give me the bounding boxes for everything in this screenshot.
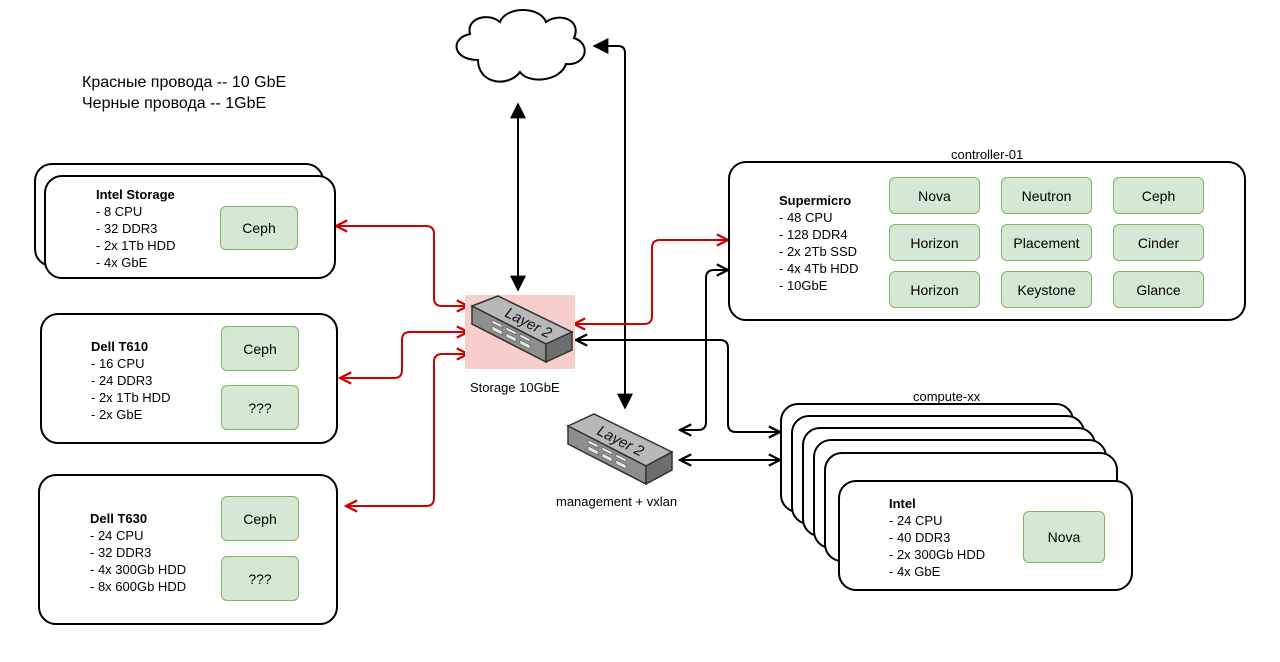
host-spec: - 4x GbE — [889, 564, 941, 579]
host-title: Intel — [889, 496, 916, 511]
service-ceph: Ceph — [221, 496, 299, 541]
service-neutron: Neutron — [1001, 177, 1092, 214]
service-keystone: Keystone — [1001, 271, 1092, 308]
wire-storage-switch-compute — [576, 340, 780, 432]
management-switch-label: management + vxlan — [556, 494, 678, 509]
controller-name: controller-01 — [951, 147, 1024, 162]
service-unknown: ??? — [221, 556, 299, 601]
service-placement: Placement — [1001, 224, 1092, 261]
host-spec: - 2x 1Tb HDD — [96, 238, 176, 253]
compute-info: Intel - 24 CPU - 40 DDR3 - 2x 300Gb HDD … — [889, 495, 985, 580]
host-spec: - 24 CPU — [889, 513, 943, 528]
host-spec: - 32 DDR3 — [96, 221, 158, 236]
wire-management-controller — [680, 270, 728, 430]
service-glance: Glance — [1113, 271, 1204, 308]
host-spec: - 4x 4Tb HDD — [779, 261, 859, 276]
host-spec: - 24 CPU — [90, 528, 144, 543]
host-spec: - 128 DDR4 — [779, 227, 848, 242]
cloud-icon — [455, 9, 586, 83]
dell-t630-host: Dell T630 - 24 CPU - 32 DDR3 - 4x 300Gb … — [38, 474, 338, 625]
controller-host: Supermicro - 48 CPU - 128 DDR4 - 2x 2Tb … — [728, 161, 1246, 321]
service-ceph: Ceph — [221, 326, 299, 371]
host-spec: - 48 CPU — [779, 210, 833, 225]
host-spec: - 16 CPU — [91, 356, 145, 371]
storage-switch-label: Storage 10GbE — [470, 380, 560, 395]
host-title: Intel Storage — [96, 187, 175, 202]
host-title: Dell T610 — [91, 339, 149, 354]
legend-red-wires: Красные провода -- 10 GbE — [82, 74, 287, 91]
service-horizon: Horizon — [889, 224, 980, 261]
service-cinder: Cinder — [1113, 224, 1204, 261]
dell-t610-info: Dell T610 - 16 CPU - 24 DDR3 - 2x 1Tb HD… — [91, 338, 170, 423]
dell-t630-info: Dell T630 - 24 CPU - 32 DDR3 - 4x 300Gb … — [90, 510, 186, 595]
wire-dell-t630-10g — [346, 354, 468, 506]
service-horizon: Horizon — [889, 271, 980, 308]
dell-t610-host: Dell T610 - 16 CPU - 24 DDR3 - 2x 1Tb HD… — [40, 313, 338, 444]
intel-storage-info: Intel Storage - 8 CPU - 32 DDR3 - 2x 1Tb… — [96, 186, 175, 271]
service-unknown: ??? — [221, 385, 299, 430]
wire-internet-management — [592, 38, 633, 410]
host-spec: - 24 DDR3 — [91, 373, 153, 388]
compute-name: compute-xx — [913, 389, 981, 404]
host-spec: - 2x 2Tb SSD — [779, 244, 858, 259]
host-spec: - 4x GbE — [96, 255, 148, 270]
service-ceph: Ceph — [220, 206, 298, 250]
wire-controller-10g — [574, 240, 728, 324]
intel-storage-host: Intel Storage - 8 CPU - 32 DDR3 - 2x 1Tb… — [44, 175, 336, 279]
host-spec: - 32 DDR3 — [90, 545, 152, 560]
host-spec: - 10GbE — [779, 278, 828, 293]
host-spec: - 2x GbE — [91, 407, 143, 422]
service-nova: Nova — [889, 177, 980, 214]
service-nova: Nova — [1023, 511, 1105, 563]
host-spec: - 40 DDR3 — [889, 530, 951, 545]
host-spec: - 8 CPU — [96, 204, 143, 219]
host-spec: - 4x 300Gb HDD — [90, 562, 187, 577]
legend-black-wires: Черные провода -- 1GbE — [82, 95, 267, 112]
management-switch-icon: Layer 2 — [566, 413, 674, 486]
service-ceph: Ceph — [1113, 177, 1204, 214]
host-spec: - 2x 1Tb HDD — [91, 390, 171, 405]
host-title: Supermicro — [779, 193, 852, 208]
host-spec: - 8x 600Gb HDD — [90, 579, 187, 594]
controller-info: Supermicro - 48 CPU - 128 DDR4 - 2x 2Tb … — [779, 192, 858, 294]
legend: Красные провода -- 10 GbE Черные провода… — [82, 72, 286, 114]
host-spec: - 2x 300Gb HDD — [889, 547, 986, 562]
wire-intel-storage-10g — [336, 226, 468, 306]
compute-host: Intel - 24 CPU - 40 DDR3 - 2x 300Gb HDD … — [838, 480, 1133, 591]
host-title: Dell T630 — [90, 511, 148, 526]
